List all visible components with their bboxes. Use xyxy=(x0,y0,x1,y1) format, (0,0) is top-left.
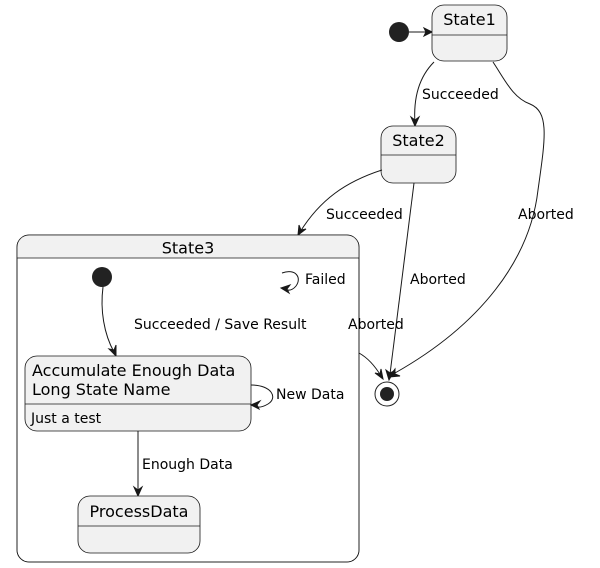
arrowhead xyxy=(132,485,144,498)
state3-label: State3 xyxy=(162,239,215,258)
arrowhead xyxy=(409,115,421,128)
arrowhead xyxy=(385,368,396,382)
initial-state xyxy=(389,22,409,42)
edge-label-state1-to-end: Aborted xyxy=(518,207,574,223)
edge-label-state3-to-end: Aborted xyxy=(348,317,404,333)
edge-label-inner-start-to-accumulate: Succeeded / Save Result xyxy=(134,317,307,333)
arrowhead xyxy=(422,26,434,38)
edge-state3-to-end xyxy=(358,352,382,377)
state2-label: State2 xyxy=(392,131,445,150)
arrowhead xyxy=(249,399,262,411)
state2: State2 xyxy=(380,125,457,184)
edge-state2-to-end xyxy=(389,182,415,375)
state1-label: State1 xyxy=(443,10,496,29)
accumulate-description: Just a test xyxy=(30,411,102,427)
inner-initial-state xyxy=(92,267,112,287)
accumulate-label-line1: Accumulate Enough Data xyxy=(32,361,235,380)
arrowhead xyxy=(279,284,292,295)
arrowhead xyxy=(374,368,384,381)
state1: State1 xyxy=(431,4,508,62)
arrowhead xyxy=(297,224,307,237)
edge-label-state3-self: Failed xyxy=(305,272,346,288)
edge-label-state1-to-state2: Succeeded xyxy=(422,87,499,103)
edge-label-accumulate-self: New Data xyxy=(276,387,344,403)
edge-label-state2-to-state3: Succeeded xyxy=(326,207,403,223)
final-state xyxy=(374,381,400,407)
edge-label-accumulate-to-process: Enough Data xyxy=(142,457,233,473)
accumulate-label-line2: Long State Name xyxy=(32,380,170,399)
accumulate-state: Accumulate Enough Data Long State Name J… xyxy=(24,355,252,432)
process-data-label: ProcessData xyxy=(90,502,189,521)
edge-label-state2-to-end: Aborted xyxy=(410,272,466,288)
edge-state2-to-state3 xyxy=(299,169,383,233)
edge-state1-to-end xyxy=(394,61,545,374)
arrowhead xyxy=(107,344,117,358)
edge-inner-start-to-accumulate xyxy=(101,286,115,353)
process-data-state: ProcessData xyxy=(77,495,201,554)
edge-state1-to-state2 xyxy=(414,61,435,125)
